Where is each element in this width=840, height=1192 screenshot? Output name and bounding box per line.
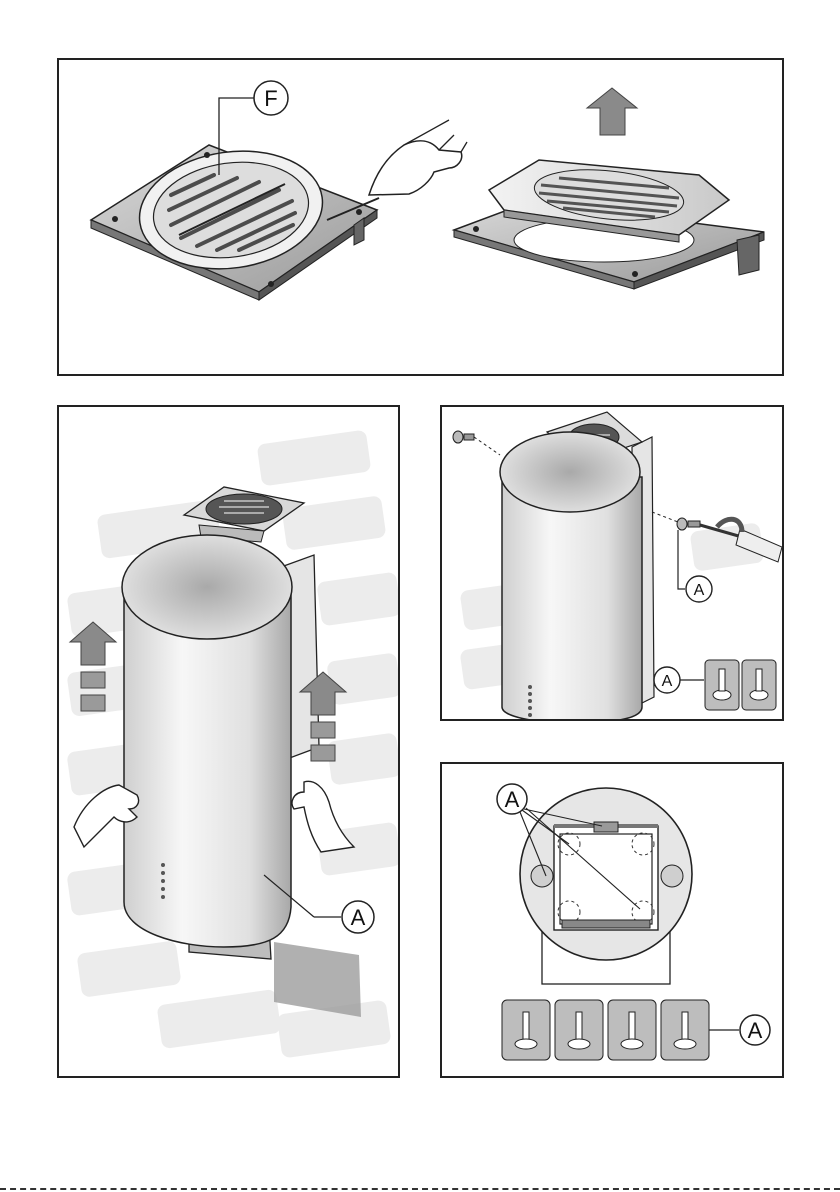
callout-label-a: A [505,787,520,812]
callout-label-f: F [264,86,277,111]
step-panel-screw-positions: A [440,762,784,1078]
callout-label-a: A [694,582,705,599]
filter-plate-removed [454,160,764,289]
up-arrow-icon [587,88,637,135]
screw-positions-illustration: A [442,764,784,1078]
screw-part-icon [661,1000,709,1060]
chimney-cylinder [122,535,292,947]
step-panel-fix-chimney: A A [440,405,784,721]
callout-label-a: A [662,673,673,690]
fix-chimney-illustration: A A [442,407,784,721]
screw-row: A [502,1000,770,1060]
remove-filter-illustration: F [59,60,784,376]
callout-label-a: A [748,1018,763,1043]
screw-left-icon [453,431,500,455]
screw-part-icon [555,1000,603,1060]
filter-plate-installed [91,140,377,300]
screw-part-icon [502,1000,550,1060]
callout-label-a: A [351,905,366,930]
screw-part-icon [608,1000,656,1060]
page-cut-line [0,1188,840,1190]
chimney-cylinder [500,432,642,721]
step-panel-remove-filter: F [57,58,784,376]
screw-right-icon [652,512,700,530]
mount-chimney-illustration: A [59,407,400,1078]
step-panel-mount-chimney: A [57,405,400,1078]
callout-a-parts: A [654,660,776,710]
